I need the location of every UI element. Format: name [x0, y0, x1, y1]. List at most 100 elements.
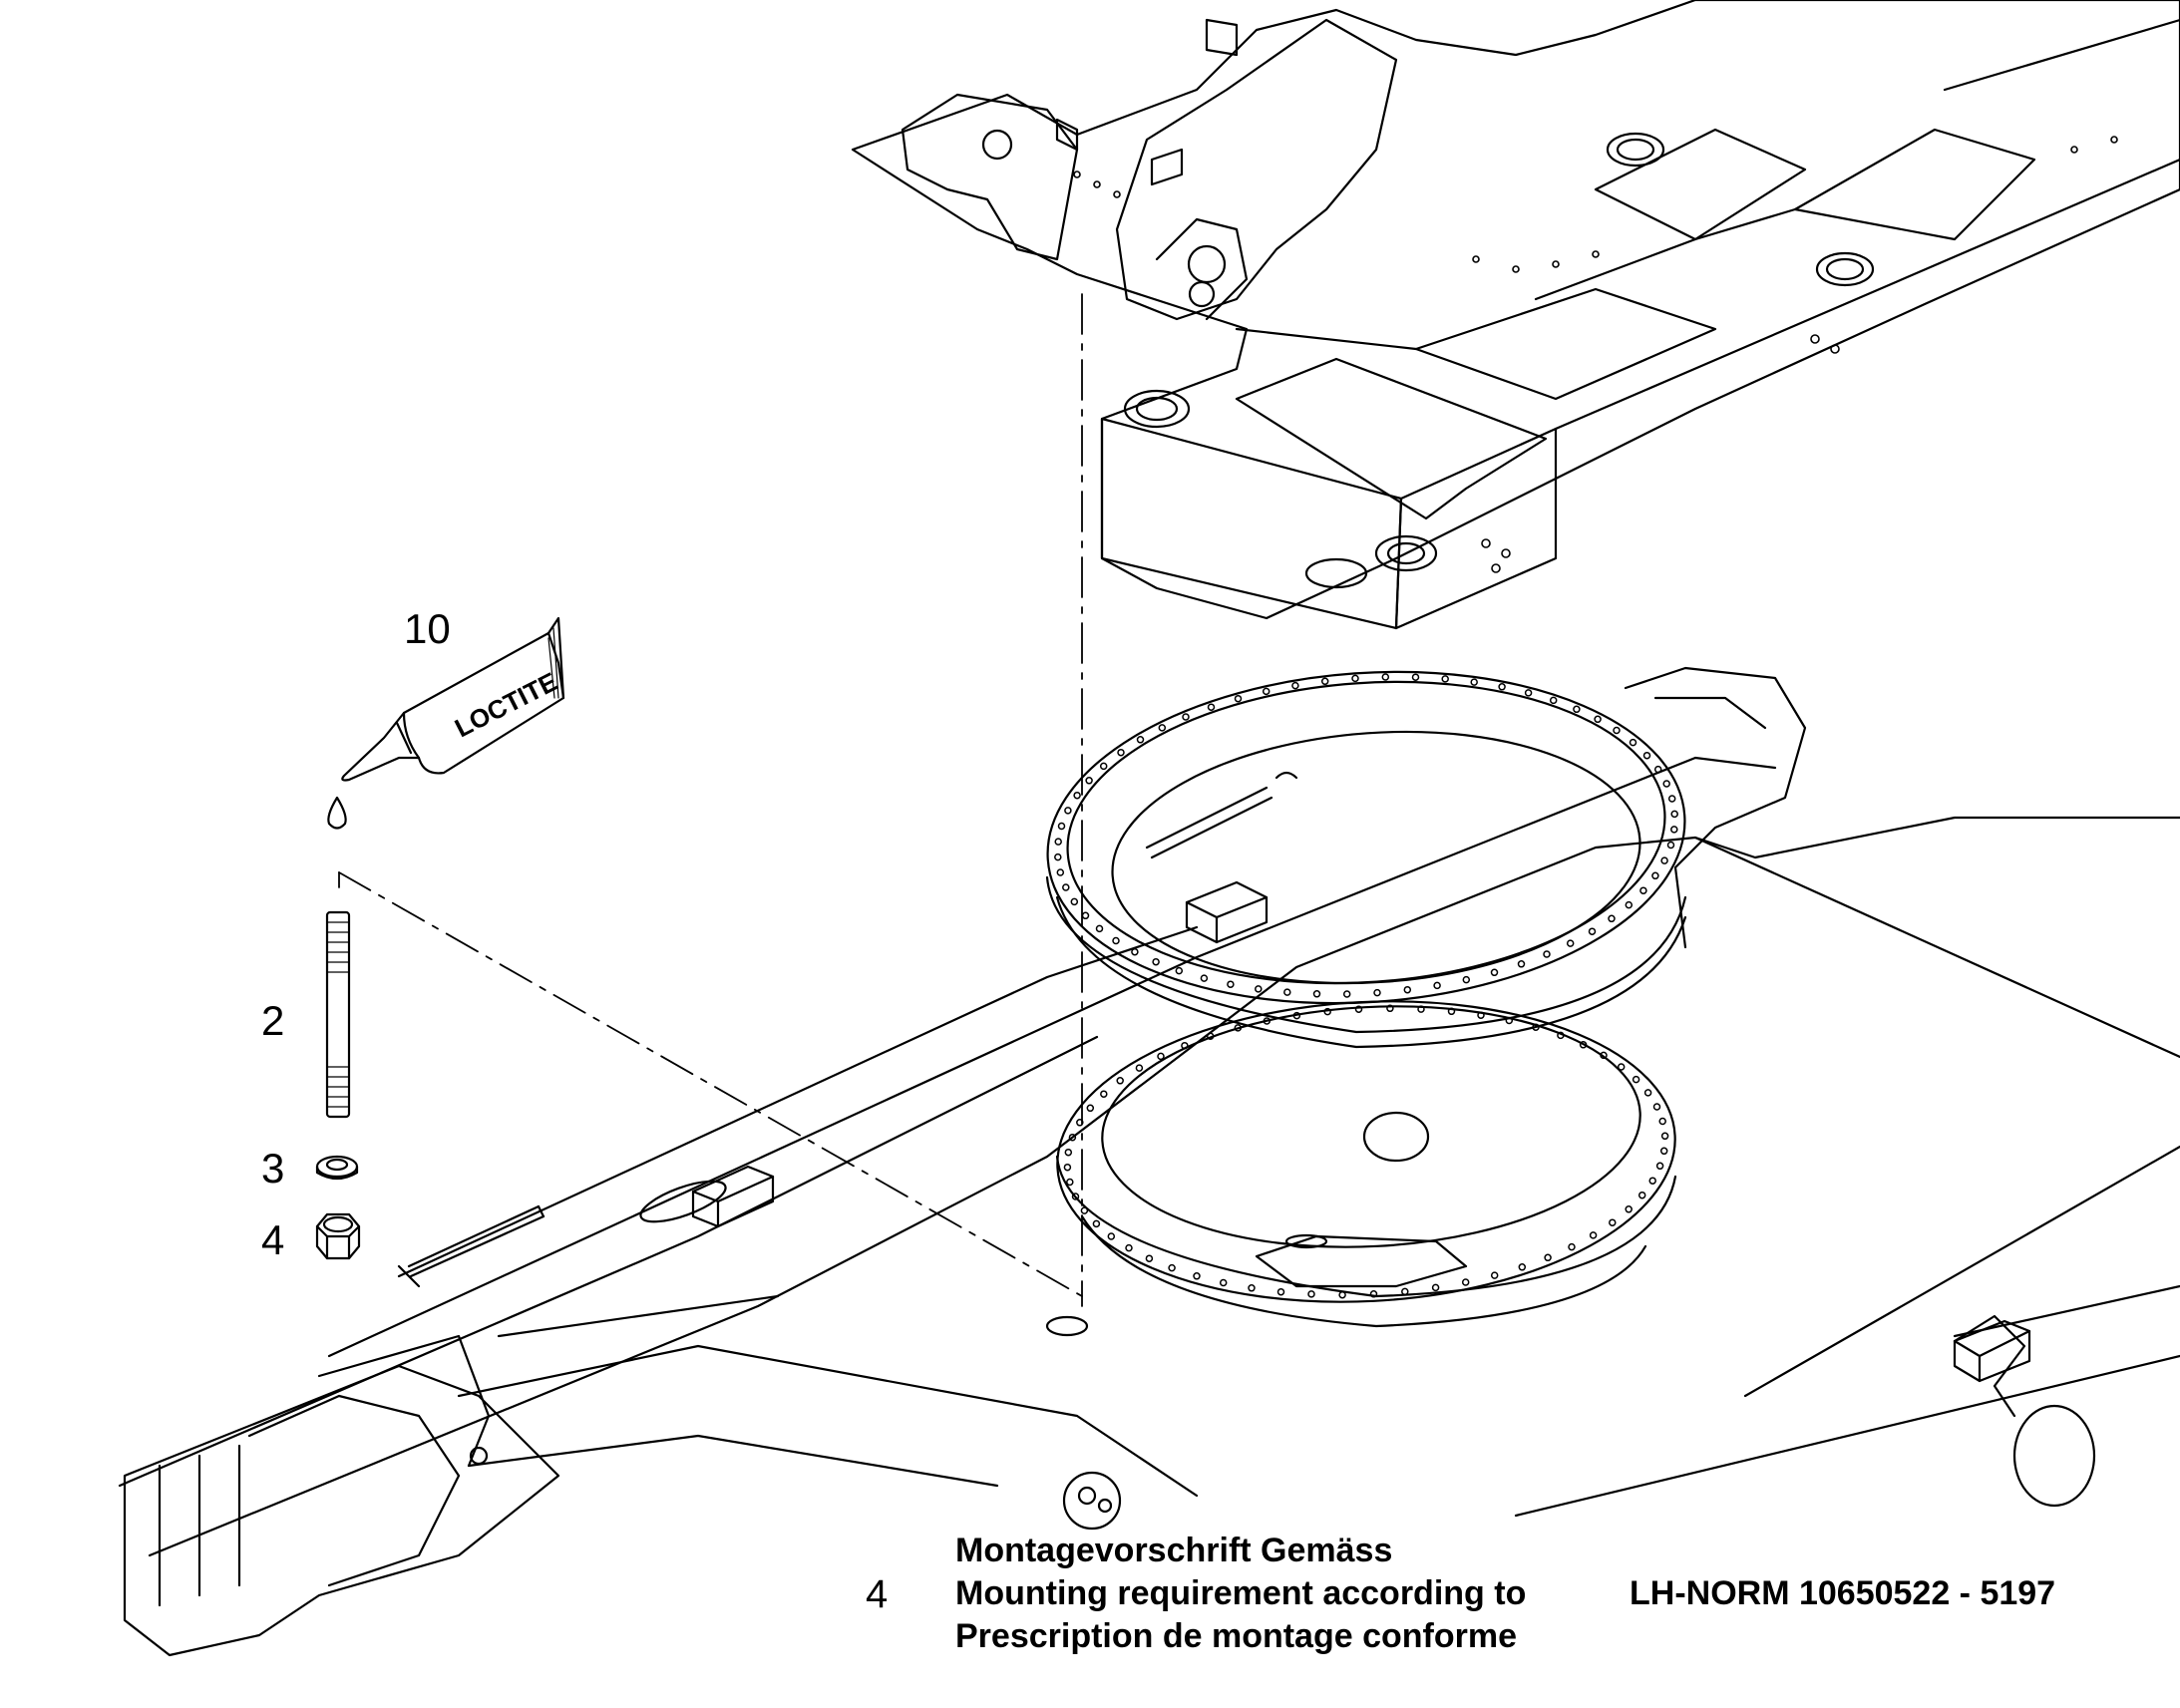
bolt-hole [1648, 1177, 1656, 1185]
bolt-hole [1158, 724, 1167, 732]
bolt-hole [1639, 886, 1647, 894]
bolt-hole [1135, 1064, 1144, 1072]
bolt-hole [1609, 1218, 1617, 1226]
bolt-hole [1549, 696, 1558, 705]
bolt-hole [1625, 1205, 1633, 1213]
bolt-hole [1338, 1290, 1346, 1299]
bolt-hole [1066, 1178, 1074, 1187]
loctite-tube-drawing [327, 616, 565, 830]
bolt-hole [1573, 705, 1581, 714]
bolt-hole [1200, 974, 1209, 982]
bolt-hole [1255, 985, 1263, 993]
bolt-hole [1157, 1052, 1165, 1061]
upper-frame [851, 0, 2180, 630]
bolt-hole [1381, 673, 1390, 681]
bolt-hole [1131, 947, 1139, 956]
bolt-hole [1263, 1017, 1272, 1025]
bolt-hole [1589, 1231, 1598, 1239]
threaded-stud-drawing [325, 910, 351, 1119]
note-number: 4 [866, 1572, 889, 1616]
bolt-hole [1095, 924, 1104, 933]
bolt-hole [1666, 841, 1675, 850]
bolt-hole [1054, 853, 1062, 861]
part-number-2: 2 [261, 997, 285, 1044]
bolt-hole [1086, 1104, 1095, 1113]
bolt-hole [1490, 968, 1499, 977]
part-number-4: 4 [261, 1216, 285, 1263]
bolt-hole [1291, 681, 1299, 690]
bolt-hole [1056, 868, 1065, 876]
bolt-hole [1544, 1253, 1552, 1262]
bolt-hole [1431, 1283, 1440, 1292]
bolt-hole [1262, 687, 1271, 696]
bolt-hole [1579, 1041, 1588, 1049]
bolt-hole [1227, 980, 1235, 988]
bolt-hole [1125, 1243, 1133, 1252]
bolt-hole [1600, 1051, 1608, 1060]
bolt-hole [1543, 950, 1551, 958]
leader-line [338, 871, 1083, 1297]
bolt-hole [1276, 1287, 1285, 1296]
bolt-hole [1283, 988, 1291, 996]
bolt-hole [1594, 715, 1602, 724]
bolt-hole [1433, 981, 1441, 990]
bolt-hole [1248, 1284, 1256, 1292]
bolt-hole [1670, 810, 1678, 819]
bolt-hole [1219, 1278, 1228, 1287]
bolt-hole [1234, 1024, 1243, 1032]
bolt-hole [1629, 738, 1637, 747]
bolt-hole [1064, 807, 1072, 815]
bolt-hole [1498, 683, 1506, 691]
bolt-hole [1369, 1290, 1378, 1298]
bolt-hole [1373, 988, 1381, 997]
bolt-hole [1307, 1290, 1315, 1298]
bolt-hole [1652, 1103, 1661, 1111]
hex-nut-drawing [315, 1212, 361, 1260]
bolt-hole [1608, 914, 1616, 923]
bolt-hole [1386, 1004, 1394, 1013]
bolt-hole [1643, 1089, 1652, 1097]
bolt-hole [1071, 1193, 1080, 1200]
bolt-hole [1461, 1278, 1470, 1286]
bolt-hole [1292, 1011, 1301, 1020]
slewing-ring-lower [1055, 1000, 1677, 1328]
bolt-hole [1568, 1242, 1576, 1251]
bolt-hole [1100, 1090, 1108, 1098]
bolt-hole [1670, 826, 1678, 834]
bolt-hole [1168, 1263, 1176, 1272]
bolt-hole [1505, 1016, 1514, 1025]
bolt-hole [1401, 1287, 1409, 1296]
note-norm-reference: LH-NORM 10650522 - 5197 [1630, 1574, 2056, 1612]
bolt-hole [1323, 1007, 1331, 1016]
bolt-hole [1076, 1119, 1084, 1127]
bolt-hole [1152, 957, 1160, 966]
bolt-hole [1642, 751, 1651, 760]
bolt-hole [1320, 677, 1329, 686]
bolt-hole [1073, 791, 1081, 800]
bolt-hole [1667, 795, 1676, 803]
bolt-hole [1234, 694, 1243, 703]
note-line-german: Montagevorschrift Gemäss [955, 1532, 1393, 1569]
bolt-hole [1557, 1031, 1565, 1040]
bolt-hole [1099, 762, 1108, 771]
bolt-hole [1477, 1011, 1485, 1019]
bolt-hole [1342, 990, 1351, 998]
bolt-hole [1462, 975, 1471, 984]
bolt-hole [1651, 871, 1659, 880]
bolt-hole [1447, 1007, 1456, 1016]
bolt-hole [1417, 1005, 1425, 1013]
note-line-english: Mounting requirement according to [955, 1574, 1527, 1612]
bolt-hole [1659, 1147, 1668, 1156]
bolt-hole [1068, 1133, 1077, 1142]
bolt-hole [1625, 900, 1634, 909]
bolt-hole [1524, 689, 1533, 697]
bolt-hole [1588, 927, 1597, 935]
bolt-hole [1081, 911, 1090, 920]
slewing-ring-upper [1045, 670, 1687, 1049]
bolt-hole [1175, 966, 1184, 975]
bolt-hole [1116, 1077, 1124, 1085]
bolt-hole [1063, 1163, 1072, 1172]
bolt-hole [1490, 1271, 1499, 1279]
bolt-hole [1403, 985, 1412, 994]
